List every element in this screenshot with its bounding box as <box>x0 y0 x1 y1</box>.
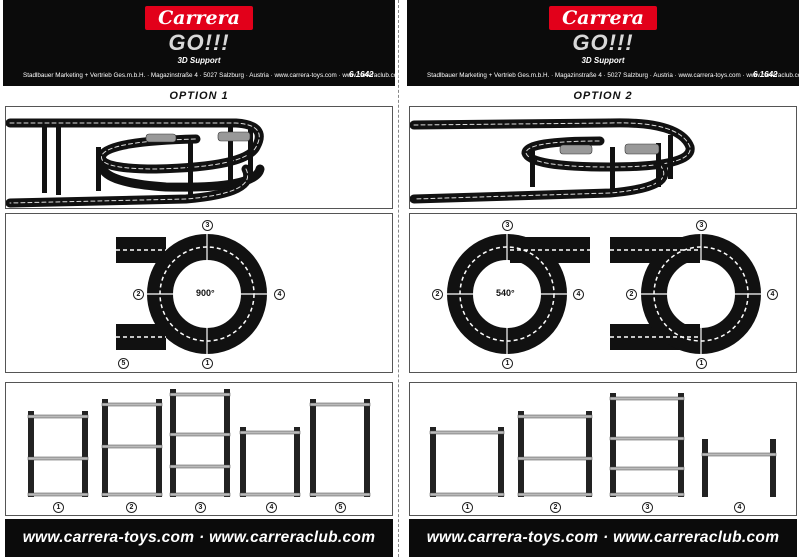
option-title: OPTION 1 <box>169 90 229 102</box>
carrera-logo: Carrera <box>549 6 657 30</box>
degree-label: 540° <box>496 288 515 298</box>
marker-right-a: 4 <box>573 289 584 300</box>
support-label-5: 5 <box>335 502 346 513</box>
support-label-3: 3 <box>642 502 653 513</box>
support-label-4: 4 <box>734 502 745 513</box>
support-label-3: 3 <box>195 502 206 513</box>
product-name: GO!!! <box>168 30 230 55</box>
marker-top: 3 <box>202 220 213 231</box>
support-label-2: 2 <box>126 502 137 513</box>
page-option-2: Carrera GO!!! 3D Support Stadlbauer Mark… <box>407 0 800 557</box>
degree-label: 900° <box>196 288 215 298</box>
marker-bottom-left: 5 <box>118 358 129 369</box>
marker-right: 4 <box>274 289 285 300</box>
track-layout-diagram: 3 2 4 1 3 2 4 1 540° <box>409 213 797 373</box>
marker-top-b: 3 <box>696 220 707 231</box>
support-label-2: 2 <box>550 502 561 513</box>
address: Stadlbauer Marketing + Vertrieb Ges.m.b.… <box>427 72 800 79</box>
marker-left-a: 2 <box>432 289 443 300</box>
option-title: OPTION 2 <box>573 90 633 102</box>
subtitle: 3D Support <box>581 56 625 65</box>
marker-top-a: 3 <box>502 220 513 231</box>
page-divider <box>398 0 399 557</box>
footer-urls: www.carrera-toys.com · www.carreraclub.c… <box>5 519 393 557</box>
page-option-1: Carrera GO!!! 3D Support Stadlbauer Mark… <box>3 0 403 557</box>
product-code: 6 1642 <box>753 70 778 79</box>
marker-right-b: 4 <box>767 289 778 300</box>
product-name: GO!!! <box>572 30 634 55</box>
marker-bottom: 1 <box>202 358 213 369</box>
marker-bottom-b: 1 <box>696 358 707 369</box>
marker-left-b: 2 <box>626 289 637 300</box>
track-layout-diagram: 3 2 4 5 1 900° <box>5 213 393 373</box>
support-label-1: 1 <box>53 502 64 513</box>
support-stack-diagram: 1 2 3 4 5 <box>5 382 393 516</box>
address: Stadlbauer Marketing + Vertrieb Ges.m.b.… <box>23 72 403 79</box>
track-perspective-illustration <box>5 106 393 209</box>
marker-bottom-a: 1 <box>502 358 513 369</box>
support-stack-diagram: 1 2 3 4 <box>409 382 797 516</box>
header: Carrera GO!!! 3D Support Stadlbauer Mark… <box>3 0 403 86</box>
track-perspective-illustration <box>409 106 797 209</box>
carrera-logo: Carrera <box>145 6 253 30</box>
footer-urls: www.carrera-toys.com · www.carreraclub.c… <box>409 519 797 557</box>
support-label-4: 4 <box>266 502 277 513</box>
marker-left: 2 <box>133 289 144 300</box>
support-label-1: 1 <box>462 502 473 513</box>
header: Carrera GO!!! 3D Support Stadlbauer Mark… <box>407 0 800 86</box>
subtitle: 3D Support <box>177 56 221 65</box>
product-code: 6 1642 <box>349 70 374 79</box>
